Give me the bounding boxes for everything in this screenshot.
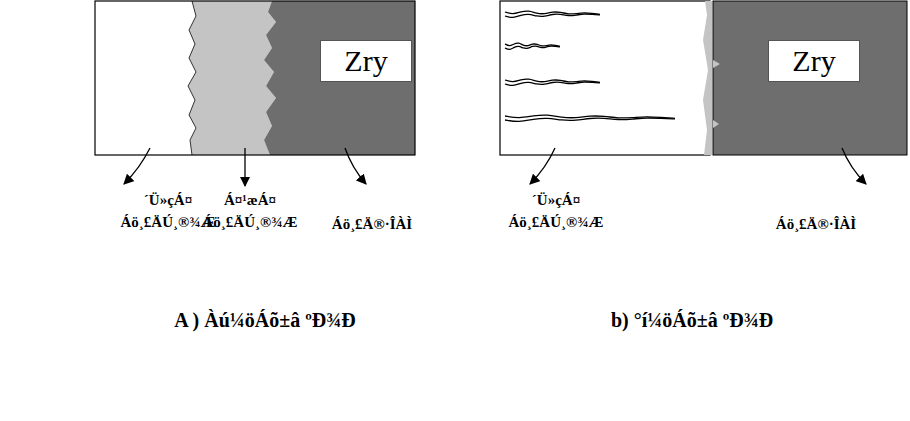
- region-label: Áö¸£Ä®·ÎÀÌ: [776, 214, 856, 236]
- crack-line: [505, 118, 675, 121]
- zircaloy-region: [713, 1, 907, 155]
- oxide-region: [500, 1, 710, 155]
- crack-line: [505, 14, 600, 17]
- material-label: Zry: [792, 44, 835, 78]
- region-label: Á¤¹æÁ¤ Áö¸£ÄÚ¸®¾Æ: [195, 190, 305, 234]
- interface-line: [188, 1, 196, 155]
- oxide-region: [95, 1, 415, 155]
- material-label: Zry: [344, 44, 387, 78]
- panel-caption: b) °í¼öÁõ±â ºÐ¾Ð: [611, 306, 773, 335]
- crack-line: [505, 46, 560, 49]
- leader-arrows: [124, 148, 866, 186]
- tetragonal-layer: [188, 1, 276, 155]
- region-label: ´Ü»çÁ¤ Áö¸£ÄÚ¸®¾Æ: [501, 190, 611, 234]
- cracks: [505, 11, 675, 121]
- tetragonal-speck: [713, 60, 720, 68]
- zircaloy-box: Zry: [320, 40, 412, 82]
- crack-line: [505, 82, 600, 85]
- zircaloy-box: Zry: [768, 40, 860, 82]
- region-label: Áö¸£Ä®·ÎÀÌ: [332, 214, 412, 236]
- tetragonal-speck: [713, 120, 719, 128]
- panel-caption: A ) Àú¼öÁõ±â ºÐ¾Ð: [174, 306, 355, 335]
- zircaloy-region: [264, 1, 415, 155]
- tetragonal-layer: [703, 1, 712, 155]
- panel-frame: [95, 1, 415, 155]
